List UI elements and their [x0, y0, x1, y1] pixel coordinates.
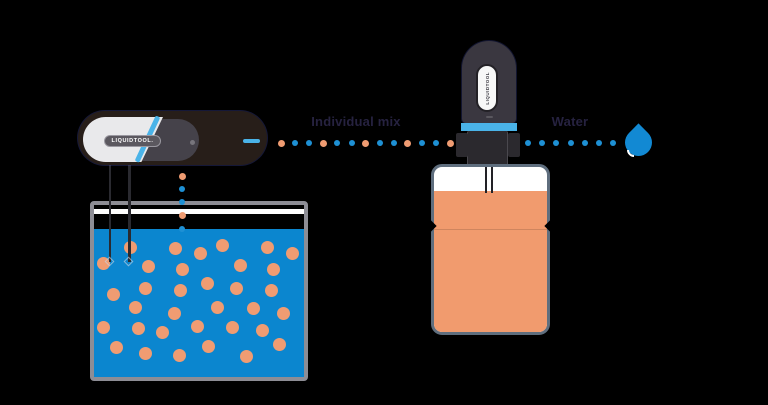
mixture-dot	[109, 340, 123, 354]
water-droplet-icon	[619, 123, 658, 163]
mixture-dot	[246, 301, 260, 315]
flow-dot-orange	[404, 139, 412, 147]
mixture-dot	[276, 306, 290, 320]
mixture-dot	[201, 339, 215, 353]
mixture-dot	[173, 283, 187, 297]
liquidtool-mixer-device: LIQUIDTOOL.	[78, 111, 267, 165]
mixture-dot	[138, 346, 152, 360]
mixer-brand-pill: LIQUIDTOOL.	[104, 135, 161, 147]
mixture-dot	[266, 262, 280, 276]
mixture-dot	[229, 281, 243, 295]
mixture-dot	[225, 320, 239, 334]
tank-liquid	[94, 229, 304, 377]
water-label: Water	[551, 114, 589, 129]
tank-rim-stripe	[94, 209, 304, 214]
mixture-dot	[155, 325, 169, 339]
mixture-dot	[167, 306, 181, 320]
flow-dot-blue	[348, 140, 355, 146]
mixer-brand-label: LIQUIDTOOL.	[111, 138, 154, 144]
mixture-dot	[106, 287, 120, 301]
mixture-dot	[175, 262, 189, 276]
flow-dot-blue	[292, 140, 299, 146]
flow-dot-blue	[390, 140, 397, 146]
flow-dot-blue	[419, 140, 425, 146]
flow-dot-blue	[610, 140, 617, 146]
suction-tube-left	[108, 165, 111, 262]
bottle-dip-tube-right	[491, 167, 493, 193]
mixture-dot	[255, 323, 269, 337]
flow-dot-blue	[179, 186, 185, 193]
flow-dot-blue	[581, 140, 588, 146]
mixture-dot	[190, 319, 204, 333]
doser-brand-label: LIQUIDTOOL	[484, 71, 490, 105]
doser-cap	[467, 131, 508, 166]
mixture-dot	[193, 246, 207, 260]
doser-mini-dash	[486, 116, 493, 118]
mixture-dot	[141, 259, 155, 273]
flow-dot-blue	[334, 140, 341, 146]
mixture-dot	[138, 281, 152, 295]
flow-dot-blue	[306, 140, 313, 146]
mixture-dot	[96, 320, 110, 334]
droplet-shape	[619, 123, 658, 162]
flow-dot-orange	[319, 139, 327, 147]
doser-cap-wing-right	[508, 133, 520, 157]
flow-dot-blue	[539, 140, 546, 146]
mixture-dot	[233, 258, 247, 272]
mixture-dot	[210, 300, 224, 314]
mixture-dot	[272, 337, 286, 351]
flow-dot-orange	[362, 139, 370, 147]
mixture-dot	[172, 348, 186, 362]
mixer-status-led	[243, 139, 260, 143]
flow-dot-orange	[178, 172, 186, 180]
suction-tube-right	[128, 165, 131, 262]
flow-dot-blue	[376, 140, 383, 146]
mixture-dot	[285, 246, 299, 260]
flow-dot-blue	[433, 140, 440, 146]
mixture-dot	[168, 241, 182, 255]
mixture-dot	[264, 283, 278, 297]
bottle-dip-tube-left	[485, 167, 487, 193]
mixing-tank	[90, 201, 308, 381]
liquidtool-doser-device: LIQUIDTOOL	[462, 41, 516, 123]
concentrate-bottle	[431, 164, 550, 335]
mixture-dot	[239, 349, 253, 363]
mixer-indicator-dot	[190, 140, 195, 145]
doser-accent-band	[461, 123, 517, 131]
flow-dot-blue	[596, 140, 602, 146]
flow-dot-blue	[567, 140, 574, 146]
bottle-concentrate-fill	[434, 191, 547, 332]
doser-cap-wing-left	[456, 133, 468, 157]
flow-dot-orange	[277, 139, 285, 147]
flow-dot-blue	[525, 140, 531, 146]
mixture-dot	[96, 256, 110, 270]
mixture-dot	[215, 238, 229, 252]
flow-dot-blue	[553, 140, 560, 146]
mixture-dot	[128, 300, 142, 314]
mixture-dot	[200, 276, 214, 290]
bottle-seam-line	[434, 229, 547, 230]
flow-dot-orange	[446, 139, 454, 147]
mixture-dot	[131, 321, 145, 335]
individual-mix-label: Individual mix	[311, 114, 401, 129]
doser-brand-oval: LIQUIDTOOL	[476, 64, 498, 112]
mixture-dot	[260, 240, 274, 254]
